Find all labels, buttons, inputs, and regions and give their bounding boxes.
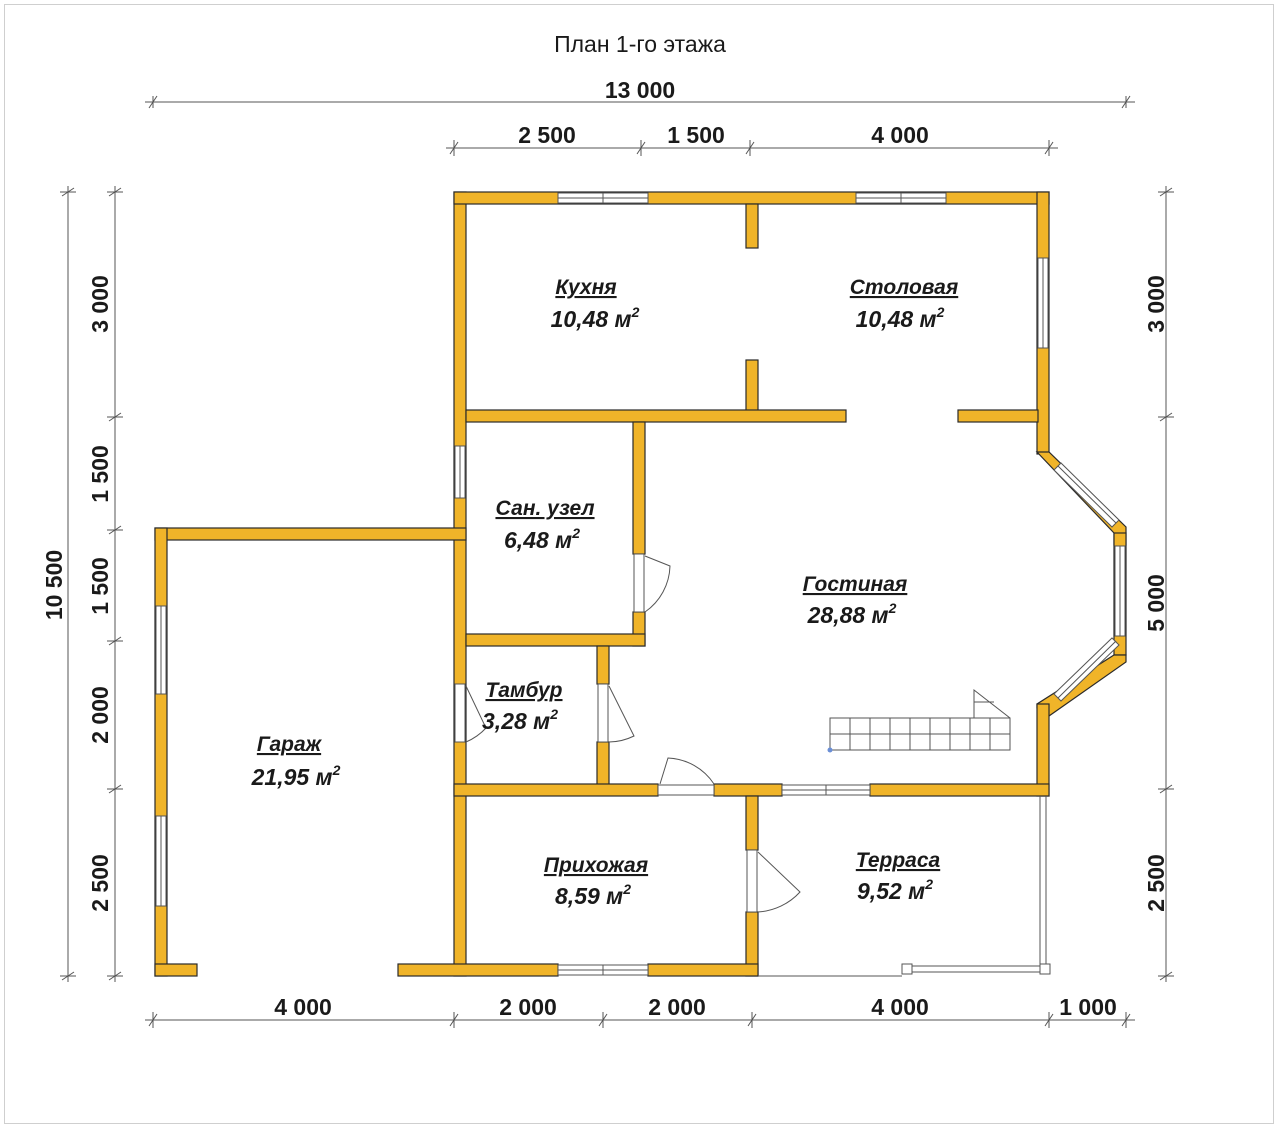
dimension-top-chain: 2 500 1 500 4 000 [446,122,1058,156]
svg-text:9,52 м2: 9,52 м2 [857,876,933,904]
dimension-total-height: 10 500 [41,186,76,982]
wall-garage-top [154,527,467,541]
wall-bath-right-upper [632,421,646,555]
room-living-area: 28,88 м [807,602,889,628]
room-garage: Гараж 21,95 м2 [251,733,341,790]
room-garage-area: 21,95 м [251,764,333,790]
wall-hall-top-left [453,783,659,797]
wall-bottom-right [647,963,759,977]
wall-hall-right-upper [745,795,759,851]
room-bathroom: Сан. узел 6,48 м2 [495,497,594,553]
wall-terrace-top-right [869,783,1050,797]
room-bathroom-name: Сан. узел [495,497,594,520]
dim-top-3: 4 000 [871,122,929,148]
wall-garage-bottom-left [154,963,198,977]
dim-right-1: 3 000 [1143,275,1169,333]
dim-bottom-2: 2 000 [499,994,557,1020]
wall-bay-upper [1035,451,1127,546]
dim-left-2: 1 500 [87,445,113,503]
svg-text:10,48 м2: 10,48 м2 [551,304,640,332]
dim-bottom-3: 2 000 [648,994,706,1020]
dimension-total-width: 13 000 [145,77,1135,109]
dim-bottom-1: 4 000 [274,994,332,1020]
dim-left-3: 1 500 [87,557,113,615]
wall-hall-top-middle [713,783,783,797]
room-dining: Столовая 10,48 м2 [850,276,958,332]
svg-text:8,59 м2: 8,59 м2 [555,881,631,909]
wall-kitchen-bottom [465,409,847,423]
wall-garage-left [154,527,168,977]
wall-bay-lower [1036,654,1127,717]
svg-text:21,95 м2: 21,95 м2 [251,762,341,790]
dim-bottom-4: 4 000 [871,994,929,1020]
stairs [827,688,1011,753]
dimension-bottom-chain: 4 000 2 000 2 000 4 000 1 000 [145,994,1135,1028]
room-terrace-area: 9,52 м [857,878,925,904]
dim-right-3: 2 500 [1143,854,1169,912]
room-hallway-area: 8,59 м [555,883,623,909]
terrace-railing [758,796,1051,977]
dim-top-1: 2 500 [518,122,576,148]
dim-total-width-label: 13 000 [605,77,675,103]
wall-bath-bottom [465,633,646,647]
svg-text:28,88 м2: 28,88 м2 [807,600,897,628]
wall-main-left [453,191,467,977]
dimension-right-chain: 3 000 5 000 2 500 [1143,186,1174,982]
room-vestibule-area: 3,28 м [482,708,550,734]
svg-text:6,48 м2: 6,48 м2 [504,525,580,553]
wall-top [453,191,1050,205]
stairs-marker [827,747,833,753]
room-dining-area: 10,48 м [856,306,937,332]
windows [155,192,1126,976]
room-kitchen: Кухня 10,48 м2 [551,276,640,332]
room-vestibule-name: Тамбур [485,679,562,702]
wall-kitchen-divider-bottom [745,359,759,413]
room-bathroom-area: 6,48 м [504,527,572,553]
wall-bottom-left [397,963,559,977]
room-living: Гостиная 28,88 м2 [803,573,908,628]
dim-bottom-5: 1 000 [1059,994,1117,1020]
room-hallway: Прихожая 8,59 м2 [544,854,648,909]
room-hallway-name: Прихожая [544,854,648,877]
dim-left-total: 10 500 [41,550,67,620]
wall-dining-bottom-right [957,409,1039,423]
room-kitchen-area: 10,48 м [551,306,632,332]
plan-title: План 1-го этажа [554,31,726,57]
room-terrace: Терраса 9,52 м2 [856,849,941,904]
room-kitchen-name: Кухня [555,276,616,299]
wall-kitchen-divider-top [745,203,759,249]
svg-text:10,48 м2: 10,48 м2 [856,304,945,332]
dimension-left-chain: 3 000 1 500 1 500 2 000 2 500 [87,186,123,982]
dim-left-5: 2 500 [87,854,113,912]
room-terrace-name: Терраса [856,849,941,872]
doors [454,553,801,913]
room-garage-name: Гараж [257,733,323,756]
room-living-name: Гостиная [803,573,908,596]
svg-text:3,28 м2: 3,28 м2 [482,706,558,734]
wall-right-lower [1036,703,1050,797]
room-dining-name: Столовая [850,276,958,299]
dim-left-1: 3 000 [87,275,113,333]
wall-tambur-right-lower [596,741,610,787]
dim-top-2: 1 500 [667,122,725,148]
dim-left-4: 2 000 [87,686,113,744]
wall-tambur-right-upper [596,645,610,685]
dim-right-2: 5 000 [1143,574,1169,632]
room-vestibule: Тамбур 3,28 м2 [482,679,563,734]
